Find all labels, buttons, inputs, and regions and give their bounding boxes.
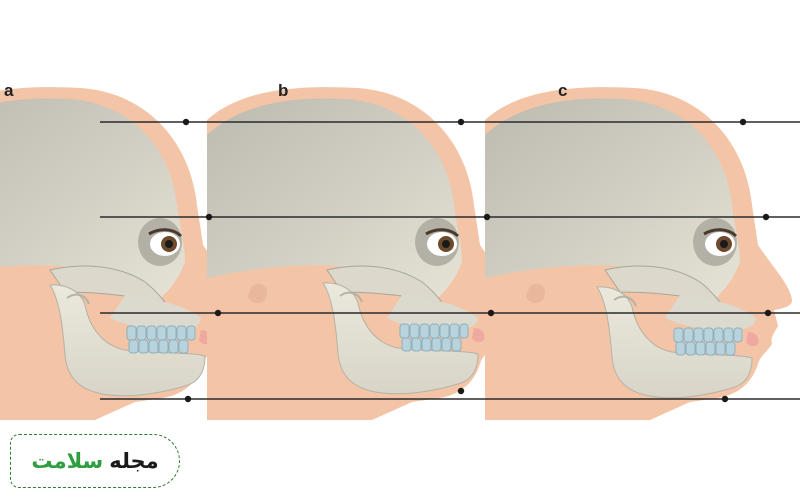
landmark-dot: [184, 395, 192, 403]
landmark-dot: [762, 213, 770, 221]
logo-text-dark: مجله: [109, 449, 159, 473]
landmark-dot: [764, 309, 772, 317]
landmark-dot: [721, 395, 729, 403]
panel-b: [205, 85, 516, 422]
landmark-dot: [487, 309, 495, 317]
panel-label-c: c: [558, 81, 567, 100]
landmark-dot: [457, 118, 465, 126]
panel-a: [0, 85, 239, 422]
landmark-dot: [457, 387, 465, 395]
landmark-dots: [182, 118, 772, 403]
landmark-dot: [739, 118, 747, 126]
panel-label-a: a: [4, 81, 14, 100]
site-logo: مجله سلامت: [10, 434, 180, 488]
landmark-dot: [182, 118, 190, 126]
landmark-dot: [483, 213, 491, 221]
logo-text-green: سلامت: [31, 449, 104, 473]
landmark-dot: [205, 213, 213, 221]
landmark-dot: [214, 309, 222, 317]
panel-c: [483, 85, 794, 422]
panel-label-b: b: [278, 81, 288, 100]
